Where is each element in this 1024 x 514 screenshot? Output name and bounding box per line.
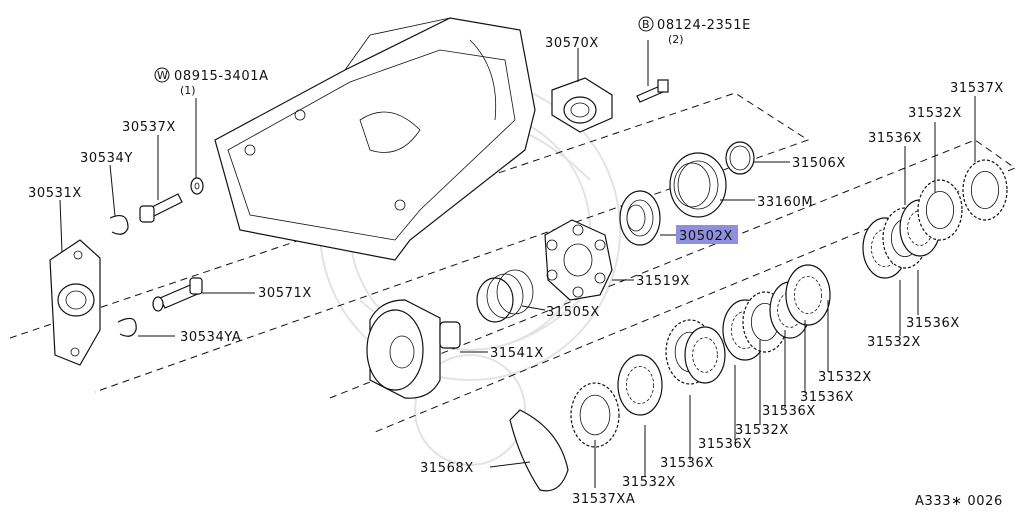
adapter-30570x	[551, 77, 613, 133]
w-circle-letter: W	[157, 69, 168, 82]
label-31537xa[interactable]: 31537XA	[572, 492, 635, 507]
label-31541x[interactable]: 31541X	[490, 346, 544, 361]
label-31532x-a[interactable]: 31532X	[908, 106, 962, 121]
label-30502x[interactable]: 30502X	[679, 229, 733, 244]
highlight-box-30502x	[676, 225, 738, 244]
pin-30571x	[152, 277, 203, 312]
spring-31505x	[476, 269, 534, 323]
clutch-plate-outer	[917, 179, 963, 241]
label-31536x-c[interactable]: 31536X	[800, 390, 854, 405]
clutch-plate-inner	[793, 275, 823, 314]
w-circle-icon	[154, 67, 170, 83]
bearing-30502x	[619, 190, 661, 246]
clip-30534y	[109, 215, 129, 235]
label-31537x-top[interactable]: 31537X	[950, 81, 1004, 96]
clutch-plate-outer	[570, 382, 620, 448]
clutch-plate-outer	[785, 264, 831, 326]
clutch-plate-inner	[579, 394, 611, 436]
bolt-08124	[636, 79, 669, 103]
label-30570x[interactable]: 30570X	[545, 36, 599, 51]
label-31568x[interactable]: 31568X	[420, 461, 474, 476]
b-circle-letter: B	[642, 18, 650, 31]
label-30534ya[interactable]: 30534YA	[180, 330, 241, 345]
seal-33160m	[669, 152, 727, 218]
leader-lines	[59, 40, 976, 488]
label-31532x-e[interactable]: 31532X	[622, 475, 676, 490]
label-31505x[interactable]: 31505X	[546, 305, 600, 320]
label-33160m[interactable]: 33160M	[757, 195, 813, 210]
clutch-plate-inner	[692, 337, 718, 373]
clutch-plate-inner	[925, 190, 955, 229]
drum-31541x	[366, 299, 461, 399]
clutch-plate-outer	[684, 326, 726, 384]
label-31536x-f[interactable]: 31536X	[660, 456, 714, 471]
label-31536x-d[interactable]: 31536X	[762, 404, 816, 419]
label-30531x[interactable]: 30531X	[28, 186, 82, 201]
diagram-code: A333∗ 0026	[915, 494, 1003, 509]
label-30534y[interactable]: 30534Y	[80, 151, 133, 166]
label-31506x[interactable]: 31506X	[792, 156, 846, 171]
clip-30534ya	[117, 317, 137, 337]
label-30571x[interactable]: 30571X	[258, 286, 312, 301]
clutch-plate-outer	[617, 354, 663, 416]
cover-30531x	[49, 239, 101, 366]
label-31519x[interactable]: 31519X	[636, 274, 690, 289]
snap-ring-31568x	[509, 409, 569, 492]
label-31532x-d[interactable]: 31532X	[735, 423, 789, 438]
clutch-plate-inner	[625, 365, 655, 404]
washer-08915	[190, 177, 204, 195]
label-08124-2351e[interactable]: 08124-2351E	[657, 18, 751, 33]
b-circle-icon	[638, 16, 654, 32]
label-30537x[interactable]: 30537X	[122, 120, 176, 135]
clutch-plates	[570, 159, 1008, 448]
transmission-case	[214, 17, 536, 261]
bolt-30537x	[139, 193, 183, 223]
label-08915-3401a[interactable]: 08915-3401A	[174, 69, 269, 84]
label-31532x-b[interactable]: 31532X	[867, 335, 921, 350]
carrier-31519x	[544, 219, 613, 301]
clutch-plate-inner	[970, 170, 1000, 209]
snap-ring-31506x	[725, 141, 755, 175]
clutch-plate-outer	[962, 159, 1008, 221]
part-labels[interactable]: 30570X B 08124-2351E (2) W 08915-3401A (…	[28, 16, 1004, 507]
qty-08915-3401a: (1)	[180, 84, 196, 97]
label-31536x-b[interactable]: 31536X	[906, 316, 960, 331]
label-31536x-a[interactable]: 31536X	[868, 131, 922, 146]
upper-assembly-boundary	[9, 92, 810, 393]
label-31536x-e[interactable]: 31536X	[698, 437, 752, 452]
label-31532x-c[interactable]: 31532X	[818, 370, 872, 385]
qty-08124-2351e: (2)	[668, 33, 684, 46]
